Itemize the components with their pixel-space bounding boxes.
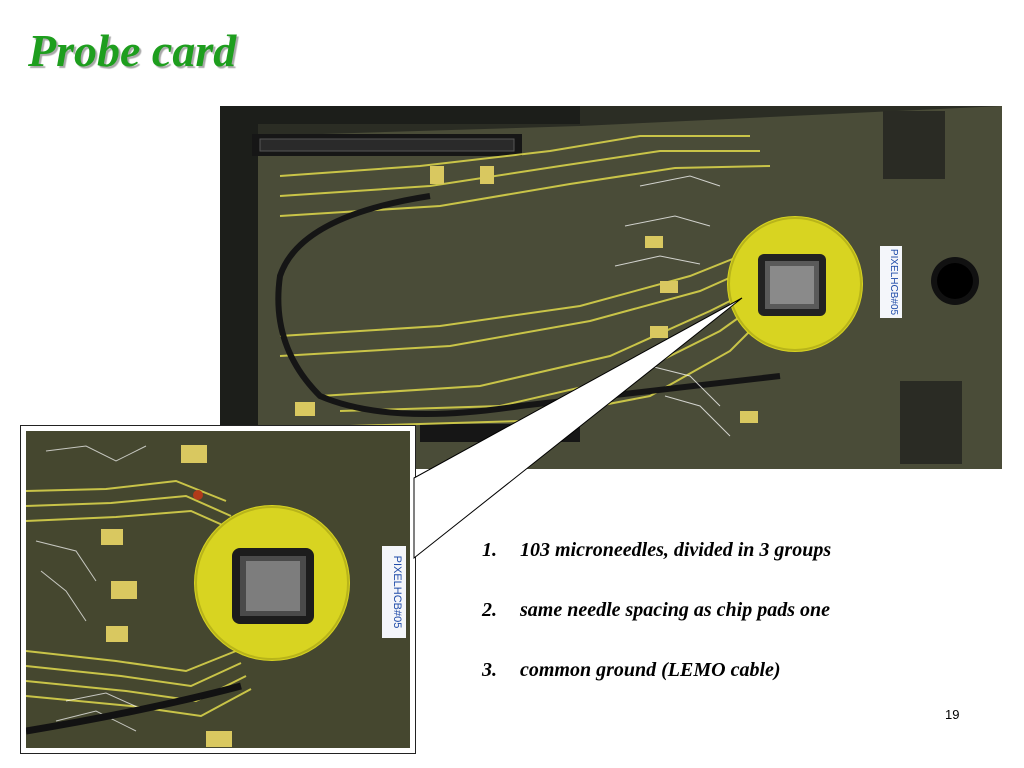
inset-board-label: PIXELHCB#05 — [391, 556, 403, 629]
slide-title: Probe card — [28, 25, 237, 76]
bullet-item: 2.same needle spacing as chip pads one — [482, 599, 830, 621]
inset-zoom-photo: PIXELHCB#05 — [20, 425, 416, 754]
bullet-list: 1.103 microneedles, divided in 3 groups … — [482, 538, 831, 718]
probe-card-photo: PIXELHCB#05 — [220, 106, 1002, 469]
bullet-item: 1.103 microneedles, divided in 3 groups — [482, 539, 832, 561]
board-label: PIXELHCB#05 — [888, 249, 899, 316]
page-number: 19 — [945, 707, 960, 722]
bullet-item: 3.common ground (LEMO cable) — [482, 659, 781, 681]
